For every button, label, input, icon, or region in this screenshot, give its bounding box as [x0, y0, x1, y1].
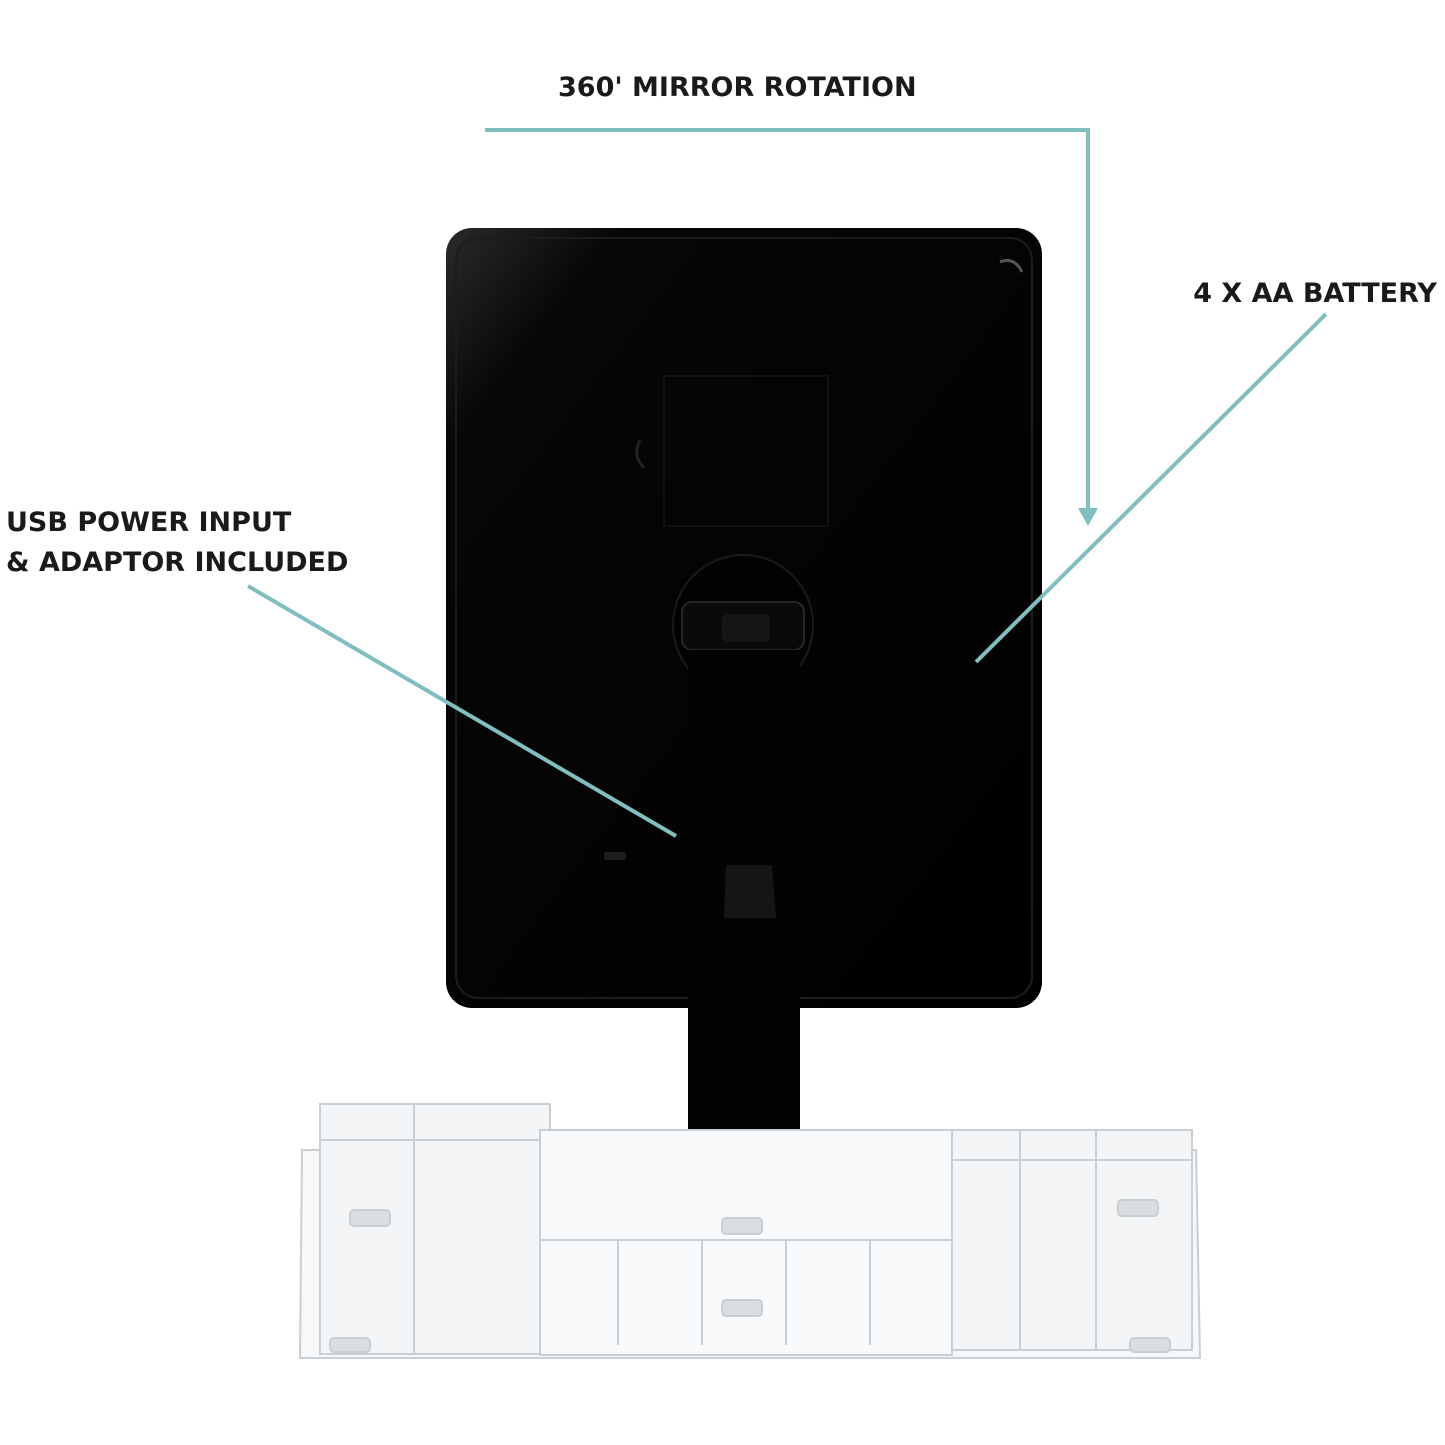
- usb-callout-label: USB POWER INPUT & ADAPTOR INCLUDED: [6, 503, 348, 583]
- battery-callout-line: [974, 312, 1328, 664]
- mirror-stand-arm: [672, 554, 814, 1192]
- usb-callout-line2: & ADAPTOR INCLUDED: [6, 547, 349, 578]
- callout-lines: [246, 128, 1328, 838]
- rotation-arrowhead-icon: [1078, 508, 1098, 526]
- usb-callout-line: [246, 584, 678, 838]
- acrylic-organizer-base: [298, 1103, 1202, 1359]
- rotation-callout-line: [485, 128, 1090, 518]
- rotation-callout-label: 360' MIRROR ROTATION: [558, 72, 917, 103]
- usb-callout-line1: USB POWER INPUT: [6, 507, 292, 538]
- battery-callout-label: 4 X AA BATTERY: [1193, 278, 1437, 309]
